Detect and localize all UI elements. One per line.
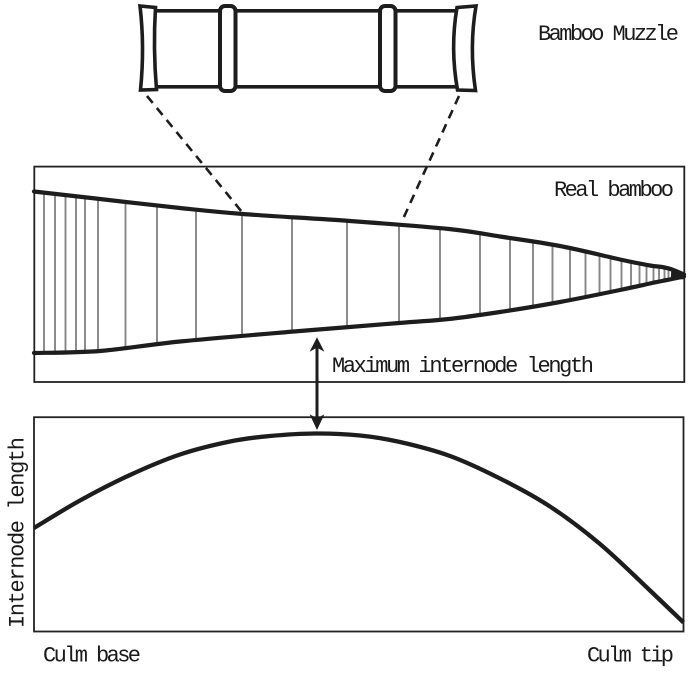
svg-text:Culm tip: Culm tip xyxy=(587,644,674,669)
svg-text:Maximum internode length: Maximum internode length xyxy=(332,354,594,379)
svg-text:Culm base: Culm base xyxy=(43,644,141,669)
svg-text:Internode length: Internode length xyxy=(6,437,31,628)
svg-text:Bamboo Muzzle: Bamboo Muzzle xyxy=(538,22,679,47)
svg-text:Real bamboo: Real bamboo xyxy=(554,178,674,203)
